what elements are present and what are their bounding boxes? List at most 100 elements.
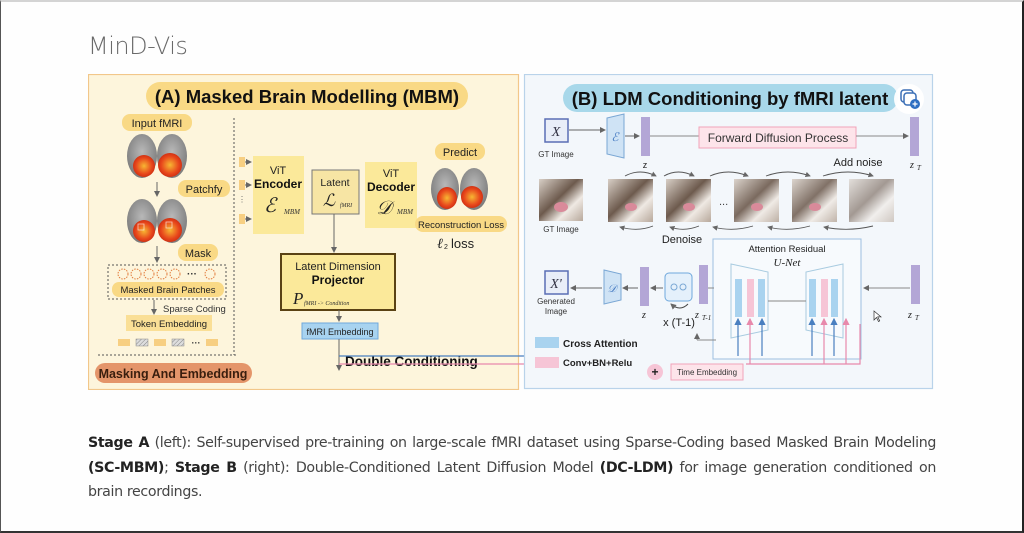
noisy-cat-image-3 (734, 179, 779, 222)
brain-image-patched (127, 199, 187, 243)
gt-image-top-label: GT Image (538, 150, 574, 159)
decoder-symbol: 𝒟 (376, 198, 395, 219)
legend-cross-attention-swatch (535, 337, 559, 348)
caption-segment: Stage A (88, 435, 150, 451)
projector-line2: Projector (312, 273, 365, 287)
panel-a: (A) Masked Brain Modelling (MBM) Input f… (88, 74, 520, 390)
svg-text:···: ··· (192, 338, 201, 348)
legend-conv-label: Conv+BN+Relu (563, 358, 632, 369)
zt1-label: z (694, 310, 699, 321)
legend-cross-attention-label: Cross Attention (563, 339, 638, 350)
panel-a-title-pill (146, 82, 468, 110)
plus-node (647, 364, 663, 380)
unet-condition-arrows (734, 317, 861, 365)
mask-label: Mask (185, 248, 212, 260)
caption-segment: (left): Self-supervised pre-training on … (149, 435, 937, 451)
latent-projector-box (280, 253, 396, 311)
encoder-label: Encoder (254, 177, 302, 191)
forward-diffusion-box (698, 126, 857, 149)
caption-segment: Stage B (174, 459, 237, 476)
gt-image-bottom-label: GT Image (543, 225, 579, 234)
mouse-cursor-icon (873, 310, 882, 322)
denoise-ellipsis: ... (719, 196, 728, 208)
attention-residual-label: Attention Residual (748, 244, 825, 255)
token-row: ··· (118, 338, 218, 348)
image-encoder-trapezoid (606, 113, 625, 159)
latent-label: Latent (320, 177, 349, 189)
zt-bottom-subscript: T (915, 314, 920, 322)
latent-subscript: fMRI (340, 202, 353, 209)
double-conditioning-label: Double Conditioning (345, 354, 478, 369)
svg-text:⋮: ⋮ (238, 195, 246, 204)
masked-patch-circles (117, 268, 216, 280)
zt1-latent-bar (699, 265, 708, 304)
zt-label: z (909, 160, 914, 171)
time-embedding-box (670, 363, 744, 381)
masked-patches-ellipsis: ··· (187, 269, 197, 280)
architecture-figure: (A) Masked Brain Modelling (MBM) Input f… (88, 74, 934, 390)
l2-loss-label: loss (451, 236, 475, 251)
image-decoder-trapezoid (603, 269, 622, 305)
plus-label: + (651, 365, 658, 379)
patchfy-label: Patchfy (186, 184, 223, 196)
panel-a-title: (A) Masked Brain Modelling (MBM) (155, 86, 459, 107)
masking-and-embedding-pill (95, 363, 252, 383)
z-label: z (643, 160, 648, 170)
gt-cat-image (539, 179, 583, 221)
caption-segment: (right): Double-Conditioned Latent Diffu… (236, 459, 600, 476)
noisy-cat-image-4 (792, 179, 837, 222)
panel-b: (B) LDM Conditioning by fMRI latent X GT… (523, 74, 934, 390)
add-to-collection-icon[interactable] (894, 84, 924, 114)
brain-image-input (127, 134, 187, 178)
latent-box (311, 169, 360, 215)
zt-latent-bar (910, 117, 919, 156)
latent-symbol: ℒ (323, 191, 336, 210)
unet-step-glyph (670, 283, 687, 291)
encoder-vit-label: ViT (270, 165, 287, 177)
page-title: MinD-Vis (88, 32, 188, 60)
patchfy-pill (178, 180, 230, 197)
token-embedding-box (126, 315, 212, 331)
z-latent-bar (641, 117, 650, 156)
projector-symbol: P (292, 289, 303, 308)
masking-and-embedding-label: Masking And Embedding (99, 367, 248, 381)
caption-segment: ; (164, 459, 175, 476)
caption-segment: (DC-LDM) (599, 459, 674, 476)
predict-pill (435, 143, 485, 160)
denoise-arrows (619, 225, 874, 232)
fmri-embedding-box (301, 322, 379, 340)
unet-step-icon (664, 272, 693, 302)
panel-b-title-pill (563, 84, 898, 112)
x-symbol: X (551, 125, 561, 140)
generated-image-label-2: Image (545, 307, 568, 316)
caption-segment: (SC-MBM) (88, 459, 165, 476)
gt-image-input-box (544, 118, 569, 143)
decoder-subscript: MBM (396, 208, 414, 216)
time-embedding-label: Time Embedding (677, 368, 737, 377)
l2-symbol: ℓ (437, 237, 443, 252)
unet-label: U-Net (774, 257, 802, 269)
denoise-label: Denoise (662, 234, 702, 246)
encoder-subscript: MBM (283, 208, 301, 216)
zt1-subscript: T-1 (702, 314, 711, 322)
input-fmri-label: Input fMRI (132, 118, 183, 130)
zt-bottom-label: z (907, 310, 912, 321)
add-noise-label: Add noise (834, 157, 883, 169)
x-prime-symbol: X' (549, 277, 563, 292)
reconstruction-loss-pill (415, 216, 507, 232)
add-noise-arrows (624, 171, 874, 178)
image-decoder-symbol: 𝒟 (608, 283, 619, 295)
generated-image-box (544, 270, 569, 295)
input-tokens: ⋮ (238, 157, 252, 224)
fmri-embedding-label: fMRI Embedding (306, 327, 373, 337)
masked-patches-label: Masked Brain Patches (120, 285, 215, 296)
z-bottom-bar (640, 267, 649, 306)
unet-blocks (735, 279, 838, 317)
reconstruction-loss-label: Reconstruction Loss (418, 220, 504, 231)
projector-line1: Latent Dimension (295, 261, 381, 273)
forward-diffusion-label: Forward Diffusion Process (708, 131, 849, 145)
encoder-symbol: ℰ (264, 195, 278, 217)
zt-bottom-bar (911, 265, 920, 304)
vit-decoder-box (365, 162, 417, 228)
